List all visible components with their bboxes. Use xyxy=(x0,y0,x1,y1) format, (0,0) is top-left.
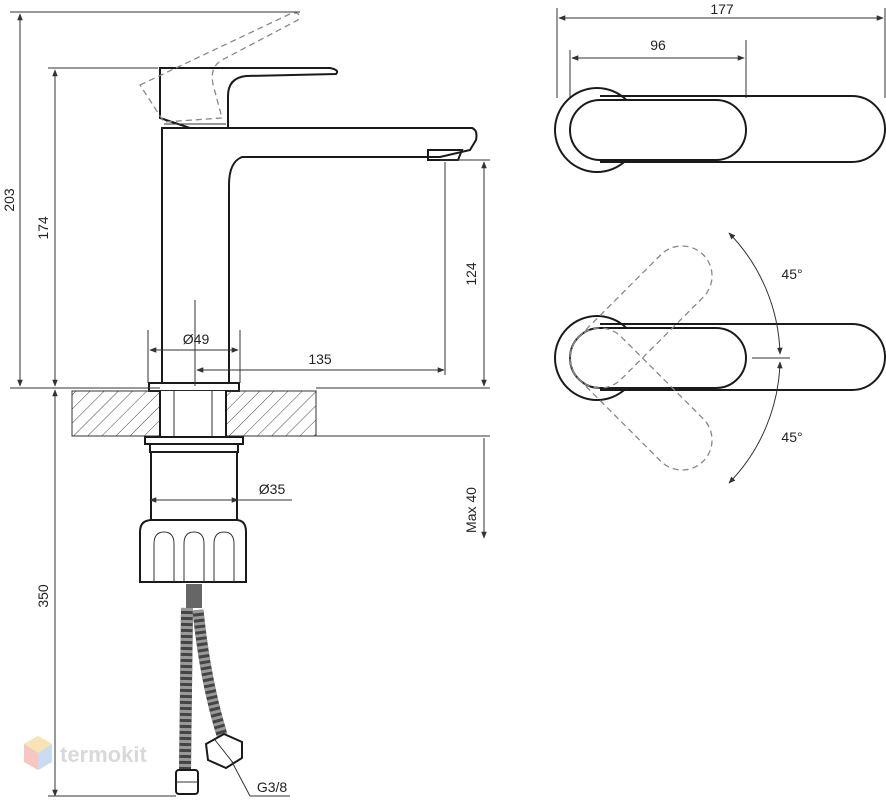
top-body xyxy=(600,95,886,163)
top-handle xyxy=(569,99,747,161)
watermark: termokit xyxy=(24,736,147,770)
dim-body-height: 174 xyxy=(35,216,51,240)
dimension-lines-center xyxy=(147,159,490,797)
dim-total-height: 203 xyxy=(1,188,17,212)
watermark-text: termokit xyxy=(60,742,147,767)
dim-spout-height: 124 xyxy=(463,262,479,286)
faucet-side-view xyxy=(139,12,478,392)
dim-angle-lower: 45° xyxy=(781,429,802,445)
dim-base-diameter: Ø49 xyxy=(183,331,210,347)
dim-reach: 135 xyxy=(308,351,332,367)
dim-top-length: 177 xyxy=(710,1,734,17)
dim-angle-upper: 45° xyxy=(781,266,802,282)
dim-handle-length: 96 xyxy=(650,37,666,53)
faucet-body xyxy=(161,127,478,384)
dim-shank-diameter: Ø35 xyxy=(259,481,286,497)
base-ring xyxy=(148,382,240,392)
dim-thread: G3/8 xyxy=(257,779,288,795)
faucet-top-view xyxy=(554,8,886,173)
flex-hoses xyxy=(175,584,243,795)
lever-handle xyxy=(159,67,339,129)
rotation-handle-up xyxy=(569,245,713,389)
lever-handle-raised xyxy=(139,12,300,123)
mounting-shank xyxy=(139,436,247,583)
faucet-rotation-view xyxy=(554,232,886,484)
dim-hose-length: 350 xyxy=(35,584,51,608)
dimension-lines-left xyxy=(10,11,300,797)
rotation-handle-down xyxy=(569,327,713,471)
mounting-nut xyxy=(139,519,247,583)
countertop-section xyxy=(71,390,317,437)
dim-max-thickness: Max 40 xyxy=(463,487,479,533)
rotation-handle xyxy=(569,327,747,389)
